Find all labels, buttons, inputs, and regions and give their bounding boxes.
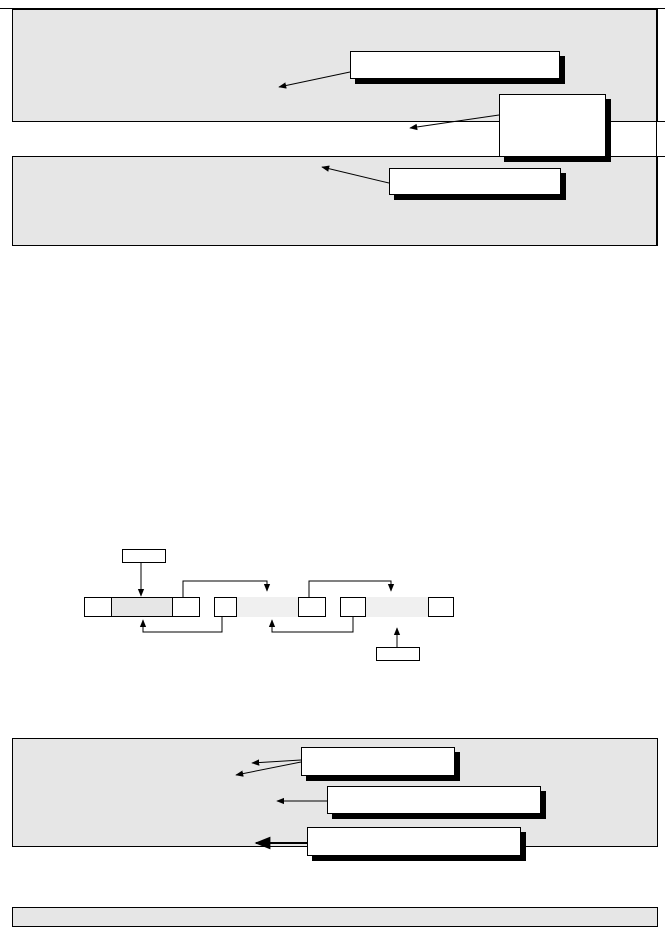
figure1-arrow-2 xyxy=(409,114,500,131)
figure2-cell-4 xyxy=(298,597,326,617)
figure2-label-top xyxy=(122,549,166,563)
figure1-right-rule xyxy=(656,9,657,246)
figure1-callout-3 xyxy=(389,168,561,195)
figure2-link-2 xyxy=(139,617,223,633)
footer-bar xyxy=(12,907,658,927)
figure3-callout-1 xyxy=(301,747,455,776)
figure2-link-4 xyxy=(268,617,354,633)
figure3-callout-3 xyxy=(307,827,521,856)
figure3-arrow-1b xyxy=(235,761,302,777)
figure2-shade-2 xyxy=(366,597,428,617)
figure2-cell-2 xyxy=(172,597,200,617)
figure3-callout-2 xyxy=(327,786,541,814)
figure2-link-3 xyxy=(308,580,395,597)
figure1-callout-2 xyxy=(499,94,606,157)
figure2-label-bottom xyxy=(376,647,420,661)
figure2-cell-3 xyxy=(214,597,237,617)
figure2-cell-6 xyxy=(428,597,454,617)
figure1-arrow-1 xyxy=(278,71,351,89)
figure1-arrow-3 xyxy=(321,165,390,184)
top-rule xyxy=(0,8,665,9)
figure1-callout-1 xyxy=(350,51,560,79)
figure2-link-1 xyxy=(182,580,271,597)
figure2-shade-1 xyxy=(237,597,299,617)
figure2-cell-5 xyxy=(340,597,366,617)
figure3-arrow-1a xyxy=(251,759,302,766)
